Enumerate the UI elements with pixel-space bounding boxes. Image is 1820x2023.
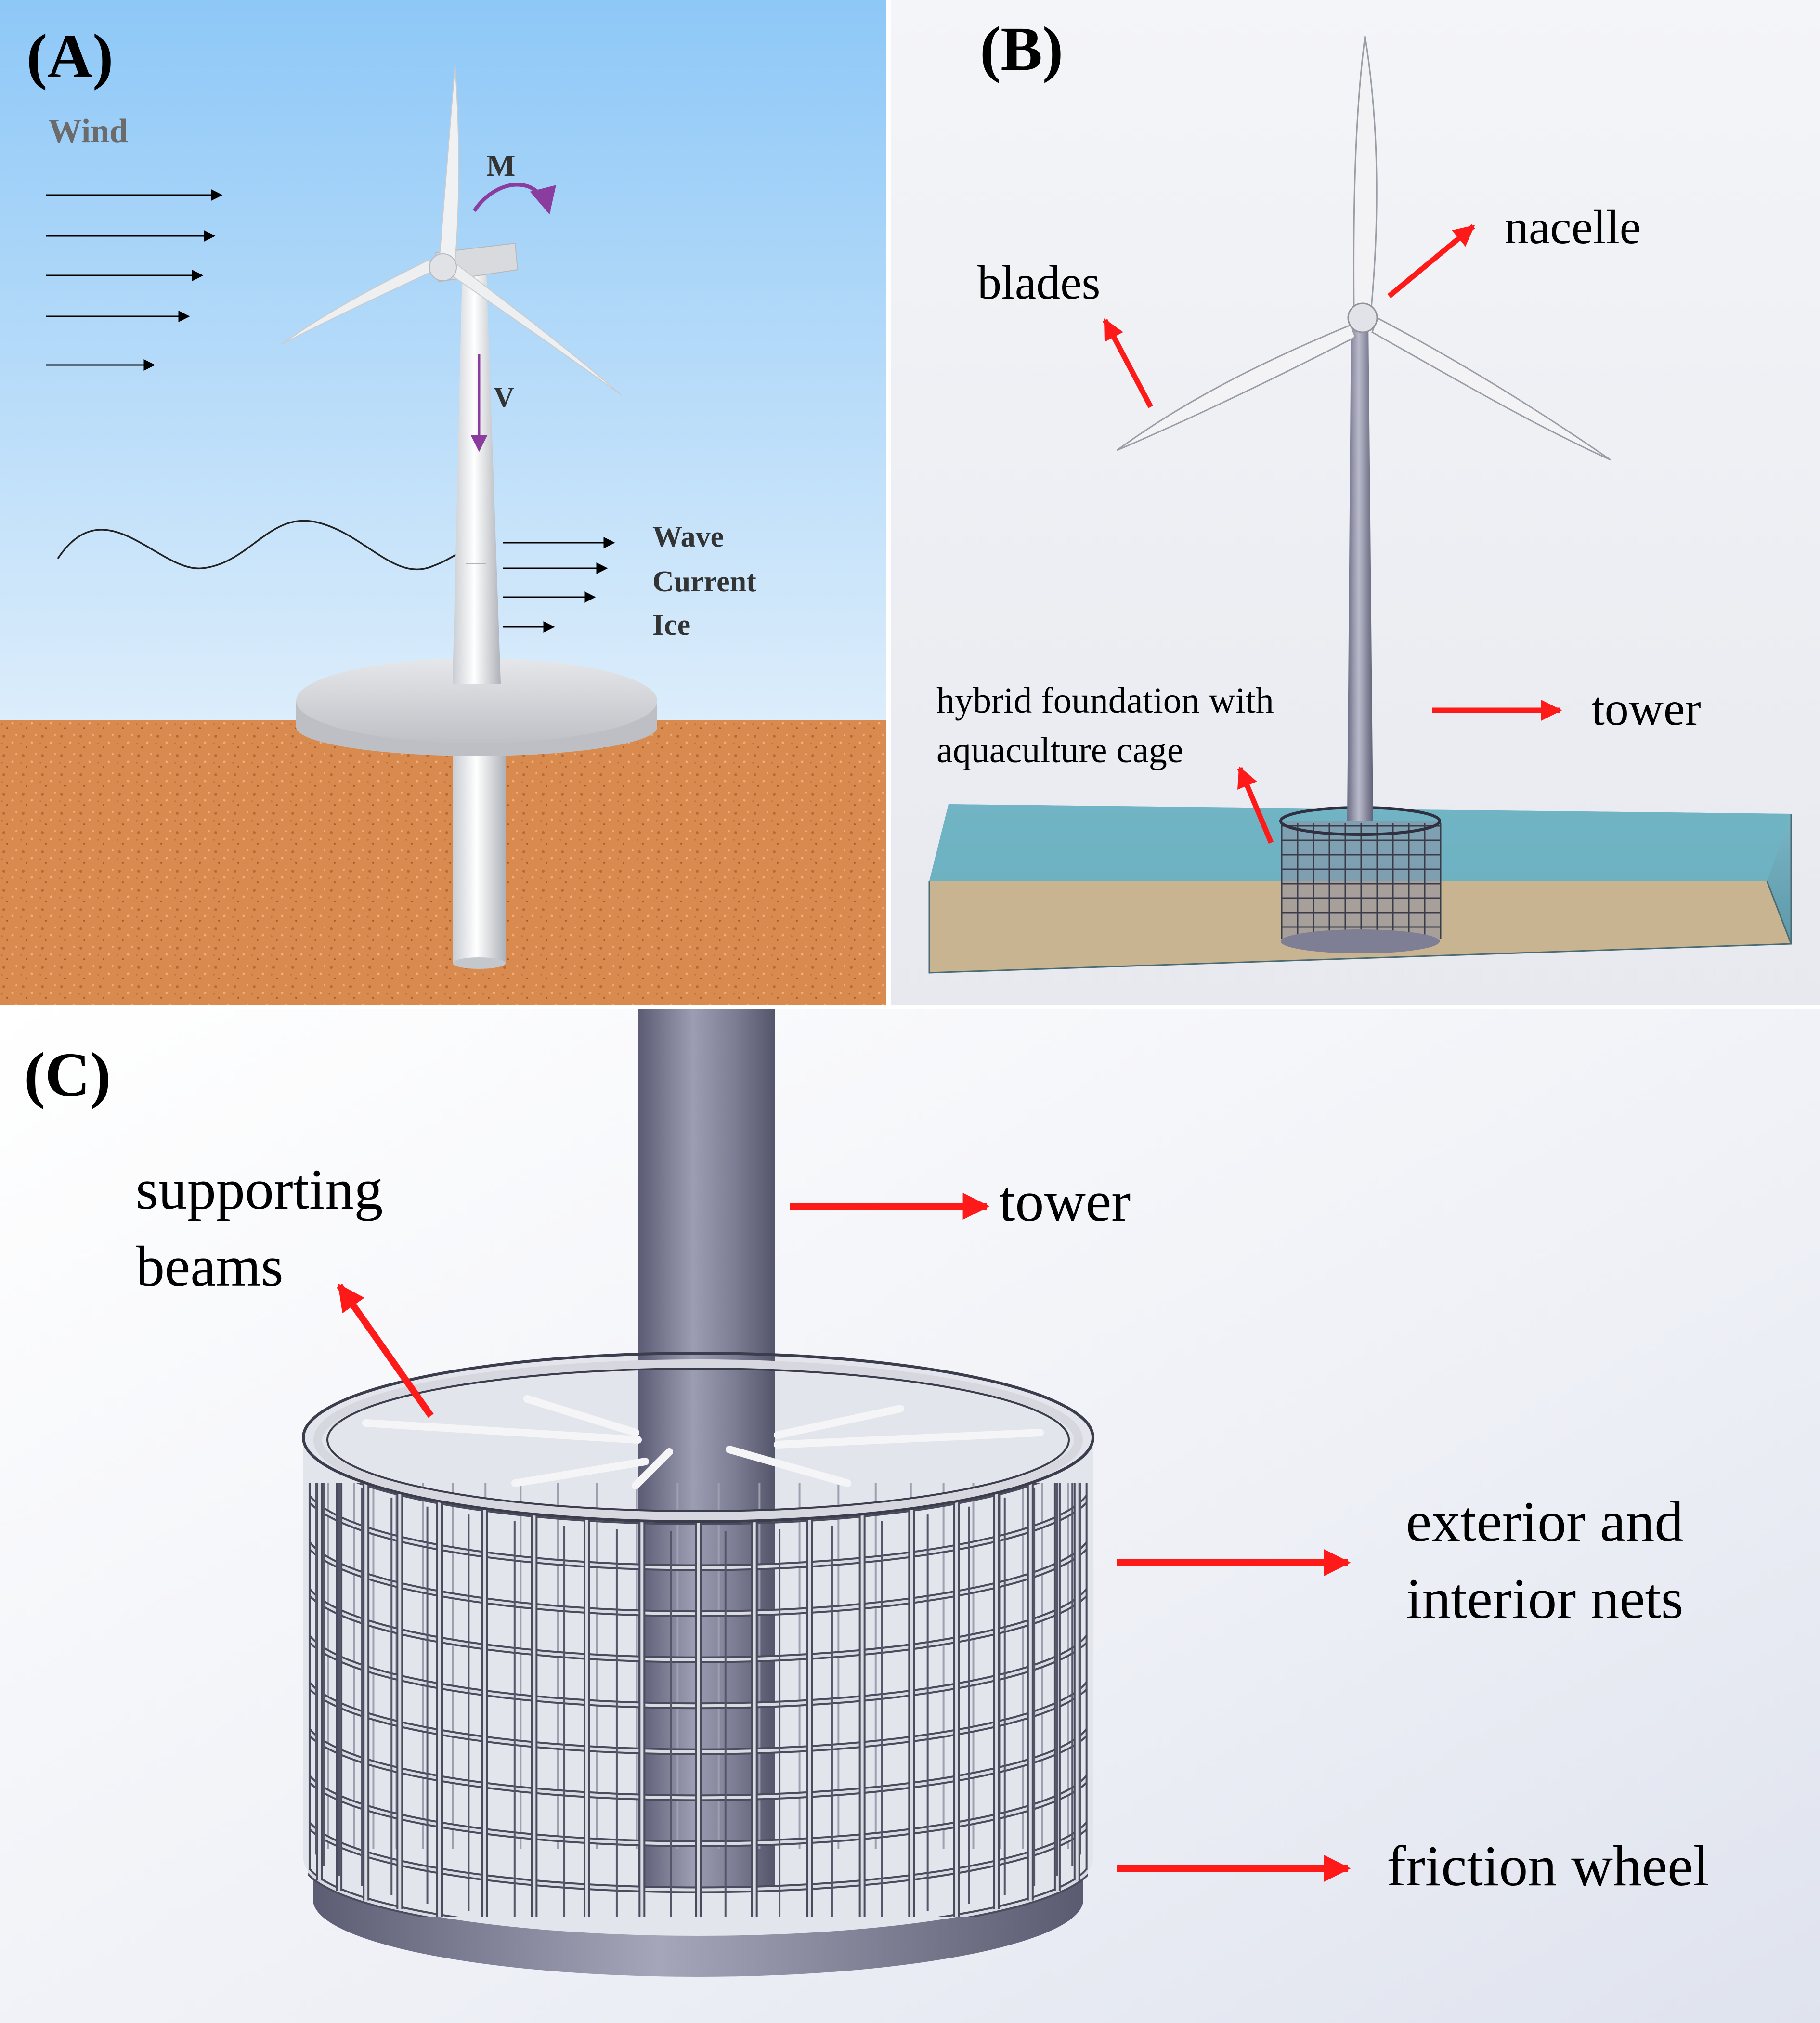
moment-arrow	[472, 183, 556, 215]
cage-top-ring-inner-edge	[326, 1368, 1070, 1512]
panel-separator	[886, 0, 891, 1009]
blade-left-a	[281, 259, 437, 345]
nets-label-line2: interior nets	[1406, 1566, 1684, 1631]
tower-label-b: tower	[1591, 682, 1701, 735]
hub-a	[429, 253, 457, 281]
supporting-beam	[362, 1419, 642, 1444]
cage-top-ring	[302, 1352, 1094, 1523]
cage-b	[1279, 806, 1442, 953]
nets-label-line1: exterior and	[1406, 1489, 1683, 1553]
seabed-outline	[928, 814, 1792, 974]
red-arrows-c	[337, 1193, 1351, 1882]
wind-arrows	[46, 189, 223, 371]
supporting-beam	[774, 1405, 904, 1439]
nacelle-arrow	[1387, 224, 1475, 299]
blade-right-a	[449, 264, 622, 395]
monopile	[453, 742, 506, 963]
tower-b	[1347, 318, 1373, 821]
hub-b	[1347, 302, 1378, 333]
panel-c: (C) tower supporting beams exterior and …	[0, 1009, 1820, 2023]
wave-label: Wave	[652, 521, 724, 553]
wheel-label: friction wheel	[1387, 1834, 1709, 1898]
cage-b-body	[1281, 821, 1440, 941]
sea-load-arrows	[503, 537, 615, 633]
exterior-net-ring-highlight	[308, 1868, 1088, 1917]
blade-top-a	[438, 65, 459, 263]
nacelle-label: nacelle	[1505, 200, 1641, 254]
tower-label-c: tower	[999, 1169, 1131, 1233]
cage-c-nets	[308, 1483, 1088, 1917]
panel-a-label: (A)	[26, 22, 113, 91]
red-arrows-b	[1103, 224, 1562, 844]
blades-label: blades	[977, 256, 1100, 309]
disc-foundation-top	[296, 658, 657, 743]
panel-a: (A) Wind M V Wave Current Ice	[0, 0, 886, 1006]
blade-top-b	[1353, 36, 1378, 309]
blades-arrow	[1103, 318, 1153, 408]
moment-label: M	[486, 148, 515, 183]
panel-b-label: (B)	[980, 14, 1063, 84]
wind-label: Wind	[48, 113, 128, 150]
blade-left-b	[1117, 324, 1356, 451]
cage-b-base	[1281, 929, 1440, 953]
beams-label-line2: beams	[136, 1234, 284, 1298]
supporting-beam	[511, 1458, 649, 1487]
cage-top-ring-inner	[313, 1359, 1083, 1520]
monopile-base	[453, 957, 506, 969]
supporting-beams	[362, 1395, 1044, 1489]
tower-a	[453, 270, 501, 684]
sky-background	[0, 0, 886, 722]
foundation-label-line1: hybrid foundation with	[936, 680, 1274, 721]
beams-label-line1: supporting	[136, 1157, 383, 1221]
soil-ground	[0, 720, 886, 1006]
blade-right-b	[1371, 316, 1611, 461]
supporting-beam	[632, 1448, 673, 1489]
vertical-label: V	[494, 381, 514, 413]
supporting-beam	[774, 1429, 1044, 1449]
panel-b: (B) nacelle blades tower hybrid foundati…	[891, 0, 1820, 1006]
current-label: Current	[652, 565, 756, 598]
wave-curve	[57, 520, 475, 570]
supporting-beam	[726, 1446, 851, 1487]
foundation-label-line2: aquaculture cage	[936, 730, 1183, 770]
panel-separator	[0, 1005, 1820, 1009]
foundation-arrow	[1237, 766, 1274, 844]
beams-arrow	[337, 1283, 434, 1418]
panel-c-label: (C)	[24, 1040, 111, 1109]
ice-label: Ice	[652, 609, 690, 641]
supporting-beam	[523, 1395, 639, 1436]
